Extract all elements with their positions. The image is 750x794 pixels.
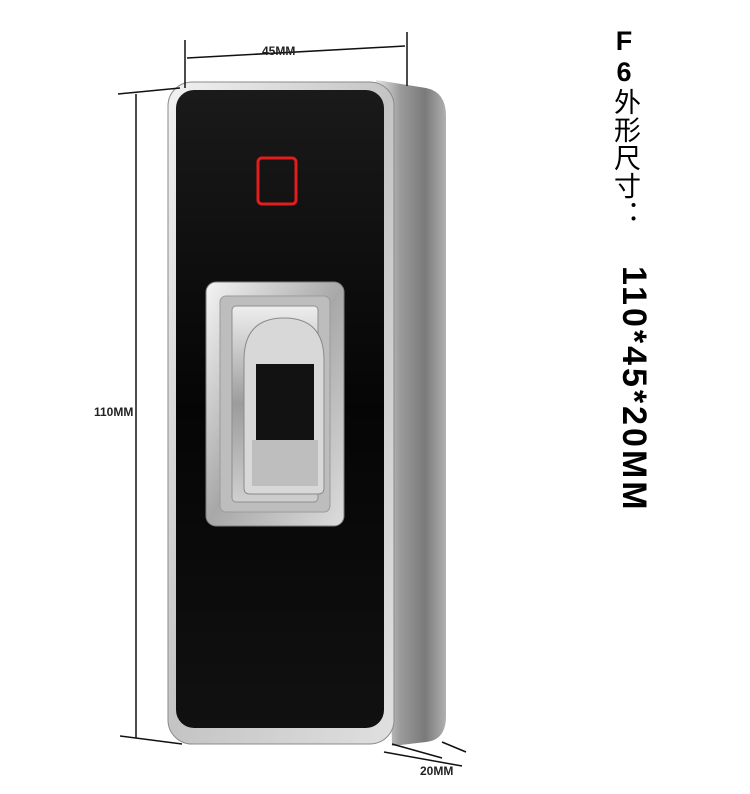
label-char: ：: [609, 200, 640, 228]
dimension-line-height: [117, 87, 183, 745]
spec-title: F6外形尺寸： 110*45*20MM: [604, 26, 664, 546]
dimension-line-width: [184, 32, 408, 88]
size-spec: 110*45*20MM: [615, 266, 653, 513]
height-dimension-label: 110MM: [94, 405, 134, 419]
label-char: 尺: [609, 144, 640, 172]
depth-dimension-label: 20MM: [420, 764, 454, 778]
label-char: 形: [609, 116, 640, 144]
label-char: 寸: [609, 172, 640, 200]
fingerprint-sensor-icon: [205, 281, 345, 527]
card-reader-indicator-icon: [256, 156, 298, 206]
model-name: F6: [609, 26, 639, 88]
dimension-line-depth: [383, 741, 467, 767]
width-dimension-label: 45MM: [262, 44, 296, 58]
label-char: 外: [609, 88, 640, 116]
